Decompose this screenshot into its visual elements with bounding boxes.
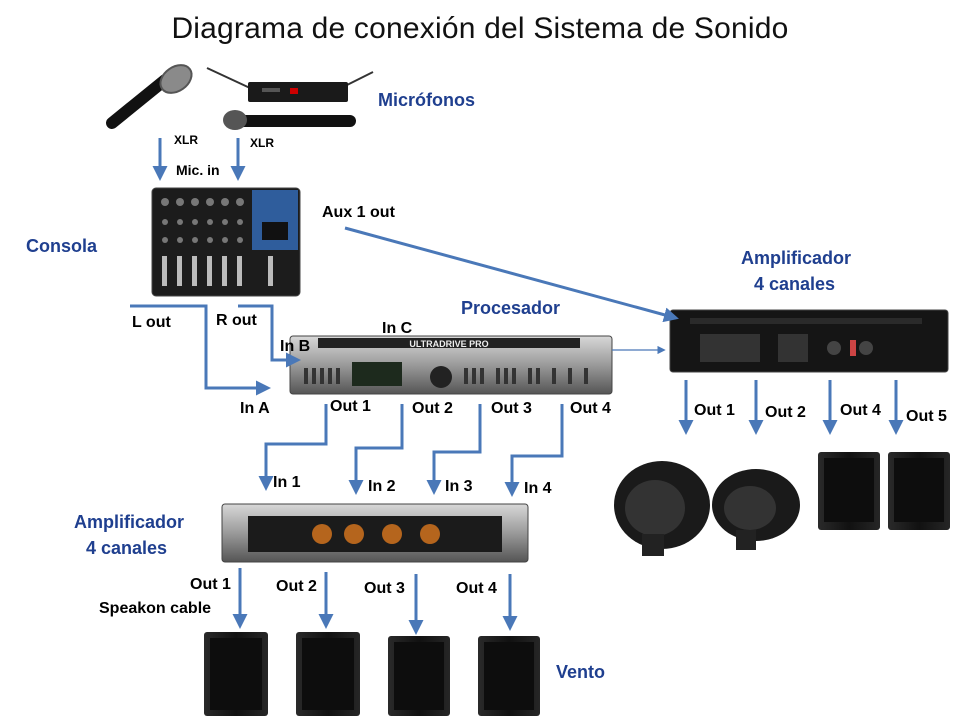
left-amplifier-subheading: 4 canales (86, 538, 168, 558)
handheld-microphone-icon (106, 64, 193, 129)
xlr-label-1: XLR (174, 133, 198, 147)
r-out-label: R out (216, 312, 257, 329)
l-out-arrow (130, 304, 271, 396)
vento-speaker-icon (204, 632, 268, 716)
amp-out4-label: Out 4 (456, 580, 497, 597)
r-out-arrow (238, 304, 301, 368)
vento-speaker-icon (478, 636, 540, 716)
processor-unit-icon: ULTRADRIVE PRO (289, 335, 613, 395)
proc-out2-arrow (348, 404, 404, 495)
microphones-heading: Micrófonos (378, 90, 475, 110)
ramp-out5-label: Out 5 (906, 408, 947, 425)
mic-in-label: Mic. in (176, 162, 220, 178)
horn-speaker-icon (614, 461, 710, 556)
amp-out2-label: Out 2 (276, 578, 317, 595)
monitor-speaker-icon (818, 452, 880, 530)
processor-brand: ULTRADRIVE PRO (409, 339, 488, 349)
amp-in2-label: In 2 (368, 478, 396, 495)
vento-speaker-icon (296, 632, 360, 716)
proc-out3-label: Out 3 (491, 400, 532, 417)
wireless-microphone-icon (223, 110, 356, 130)
amp-in1-label: In 1 (273, 474, 301, 491)
aux-arrow (344, 226, 679, 323)
right-amplifier-icon (669, 309, 949, 373)
xlr-label-2: XLR (250, 136, 274, 150)
horn-speaker-icon (712, 469, 800, 550)
proc-out1-arrow (258, 404, 328, 491)
wireless-receiver-icon (206, 67, 374, 102)
page-title: Diagrama de conexión del Sistema de Soni… (171, 12, 789, 45)
processor-heading: Procesador (461, 298, 561, 318)
aux1-out-label: Aux 1 out (322, 204, 395, 221)
monitor-speaker-icon (888, 452, 950, 530)
right-amplifier-subheading: 4 canales (754, 274, 836, 294)
speakon-cable-label: Speakon cable (99, 600, 212, 617)
ramp-out4-label: Out 4 (840, 402, 881, 419)
speakers-heading: Vento (556, 662, 606, 682)
amp-out1-label: Out 1 (190, 576, 231, 593)
proc-out1-label: Out 1 (330, 398, 371, 415)
left-amplifier-icon (221, 503, 529, 563)
right-amplifier-heading: Amplificador (741, 248, 852, 268)
proc-out2-label: Out 2 (412, 400, 453, 417)
amp-in3-label: In 3 (445, 478, 473, 495)
amp-out3-label: Out 3 (364, 580, 405, 597)
proc-out3-arrow (426, 404, 482, 495)
proc-out4-arrow (504, 404, 564, 497)
l-out-label: L out (132, 314, 171, 331)
ramp-out2-label: Out 2 (765, 404, 806, 421)
console-heading: Consola (26, 236, 98, 256)
proc-out4-label: Out 4 (570, 400, 611, 417)
in-b-label: In B (280, 338, 311, 355)
in-a-label: In A (240, 400, 270, 417)
amp-in4-label: In 4 (524, 480, 552, 497)
ramp-out1-label: Out 1 (694, 402, 735, 419)
mixer-console-icon (151, 187, 301, 297)
vento-speaker-icon (388, 636, 450, 716)
in-c-label: In C (382, 320, 413, 337)
left-amplifier-heading: Amplificador (74, 512, 185, 532)
